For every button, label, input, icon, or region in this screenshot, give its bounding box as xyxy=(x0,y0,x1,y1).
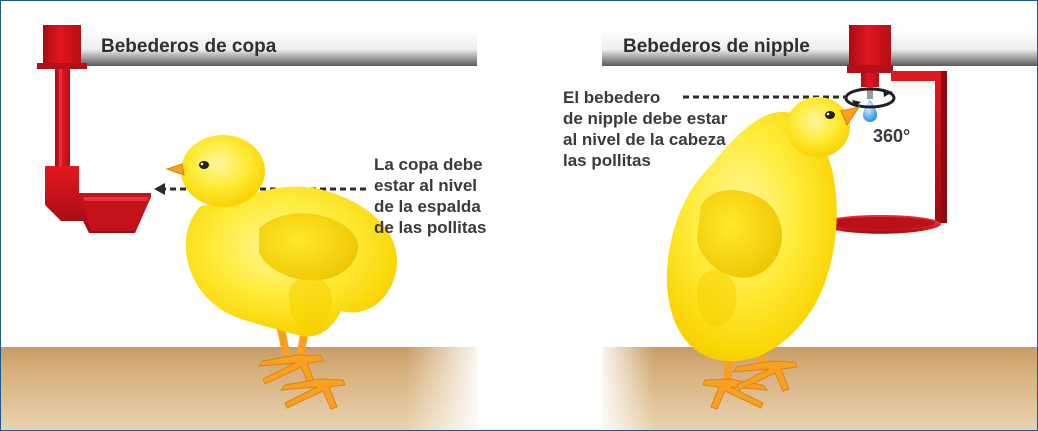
nipple-callout-line-3: al nivel de la cabeza xyxy=(563,130,726,149)
cup-drinker-bracket xyxy=(43,25,81,69)
cup-drinker-title: Bebederos de copa xyxy=(101,36,277,57)
nipple-callout-line-2: de nipple debe estar xyxy=(563,109,728,128)
cup-support-arm xyxy=(891,71,947,223)
cup-callout-line-3: de la espalda xyxy=(374,197,481,216)
cup-callout-line-1: La copa debe xyxy=(374,155,483,174)
cup-drinker-tube xyxy=(55,69,70,181)
cup-callout-line-2: estar al nivel xyxy=(374,176,478,195)
rotation-label: 360° xyxy=(873,126,911,146)
cup-callout-line-4: de las pollitas xyxy=(374,218,487,237)
nipple-callout-line-1: El bebedero xyxy=(563,88,661,107)
chick-left xyxy=(165,135,397,410)
chick-right xyxy=(666,97,861,410)
nipple-drinker-title: Bebederos de nipple xyxy=(623,36,810,57)
cup-leader-arrowhead xyxy=(154,183,165,195)
cup-callout: La copa debe estar al nivel de la espald… xyxy=(374,154,486,238)
left-panel xyxy=(1,25,477,430)
nipple-stem xyxy=(867,87,873,99)
water-droplet xyxy=(863,99,877,122)
pipe-bar-right xyxy=(602,29,1037,66)
pipe-bar-left xyxy=(79,29,477,66)
nipple-callout: El bebedero de nipple debe estar al nive… xyxy=(563,87,727,171)
nipple-callout-line-4: las pollitas xyxy=(563,151,651,170)
nipple-housing xyxy=(849,25,891,71)
right-panel xyxy=(602,25,1037,430)
